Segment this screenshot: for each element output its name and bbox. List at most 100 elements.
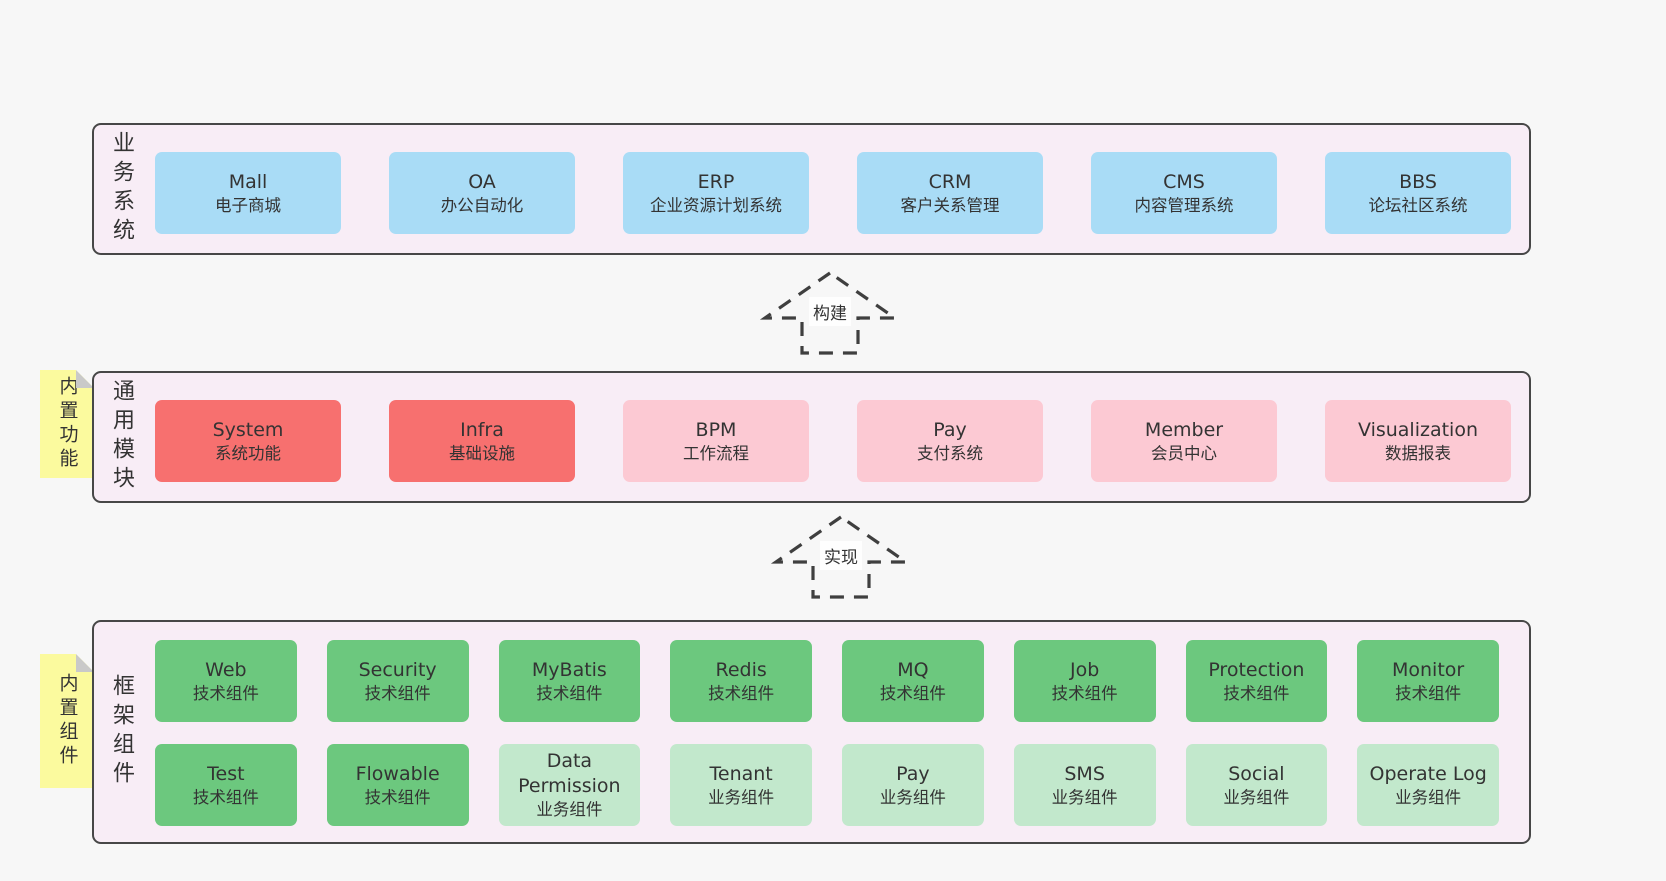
module-box-desc: 企业资源计划系统	[650, 195, 782, 215]
module-box-name: Job	[1069, 658, 1100, 681]
module-box-desc: 技术组件	[192, 683, 259, 703]
module-box-desc: 技术组件	[364, 683, 431, 703]
layer-title-text: 通用模块	[109, 379, 134, 495]
module-box-name: MQ	[897, 658, 929, 681]
module-box-desc: 技术组件	[536, 683, 603, 703]
module-box-desc: 技术组件	[1395, 683, 1462, 703]
module-box-name: ERP	[697, 170, 735, 193]
module-box-desc: 系统功能	[215, 443, 281, 463]
module-box-name: CRM	[928, 170, 972, 193]
module-box-name: Mall	[228, 170, 268, 193]
layer-common-modules-title: 通用模块	[104, 373, 138, 501]
arrow-up-implement: 实现	[766, 514, 916, 600]
module-box-desc: 客户关系管理	[900, 195, 1000, 215]
module-box-name: Pay	[896, 762, 930, 785]
module-box-desc: 会员中心	[1151, 443, 1217, 463]
module-box-name: Social	[1228, 762, 1285, 785]
module-box-name: Flowable	[355, 762, 440, 785]
module-box-name: Visualization	[1357, 418, 1478, 441]
module-box-name: Web	[205, 658, 247, 681]
module-box-desc: 技术组件	[1051, 683, 1118, 703]
module-box-desc: 电子商城	[215, 195, 281, 215]
module-box-desc: 业务组件	[1051, 787, 1118, 807]
module-box-desc: 业务组件	[1223, 787, 1290, 807]
module-box-name: Pay	[933, 418, 967, 441]
module-box-name: BPM	[695, 418, 737, 441]
module-box-desc: 技术组件	[1223, 683, 1290, 703]
module-box-name: Data Permission	[518, 750, 621, 798]
module-box-desc: 技术组件	[879, 683, 946, 703]
module-box-desc: 论坛社区系统	[1368, 195, 1468, 215]
layer-title-text: 业务系统	[109, 131, 134, 247]
module-box-desc: 业务组件	[708, 787, 775, 807]
module-box-desc: 业务组件	[879, 787, 946, 807]
module-box-desc: 技术组件	[364, 787, 431, 807]
module-box-name: Protection	[1208, 658, 1305, 681]
module-box-desc: 技术组件	[708, 683, 775, 703]
layer-title-text: 框架组件	[109, 674, 134, 790]
module-box-desc: 业务组件	[536, 800, 603, 820]
arrow-up-icon	[759, 271, 901, 355]
module-box-name: Operate Log	[1369, 762, 1487, 785]
note-built-in-features: 内置功能	[40, 370, 94, 478]
module-box-desc: 工作流程	[683, 443, 749, 463]
module-box-name: Security	[358, 658, 437, 681]
note-built-in-components-label: 内置组件	[56, 673, 79, 769]
arrow-up-build: 构建	[755, 270, 905, 356]
note-built-in-features-label: 内置功能	[56, 376, 79, 472]
note-built-in-components: 内置组件	[40, 654, 94, 788]
module-box-name: OA	[468, 170, 496, 193]
module-box-desc: 技术组件	[192, 787, 259, 807]
module-box-desc: 内容管理系统	[1134, 195, 1234, 215]
module-box-name: BBS	[1399, 170, 1437, 193]
module-box-name: Tenant	[709, 762, 773, 785]
module-box-desc: 支付系统	[917, 443, 983, 463]
module-box-name: Redis	[715, 658, 767, 681]
module-box-name: CMS	[1163, 170, 1205, 193]
module-box-desc: 数据报表	[1385, 443, 1451, 463]
layer-framework-components-title: 框架组件	[104, 622, 138, 842]
module-box-desc: 基础设施	[449, 443, 515, 463]
module-box-name: Test	[207, 762, 245, 785]
module-box-name: System	[212, 418, 284, 441]
module-box-name: Monitor	[1392, 658, 1465, 681]
module-box-name: Infra	[460, 418, 504, 441]
module-box-desc: 办公自动化	[440, 195, 524, 215]
module-box-name: MyBatis	[531, 658, 607, 681]
module-box-name: SMS	[1064, 762, 1105, 785]
module-box-name: Member	[1144, 418, 1224, 441]
